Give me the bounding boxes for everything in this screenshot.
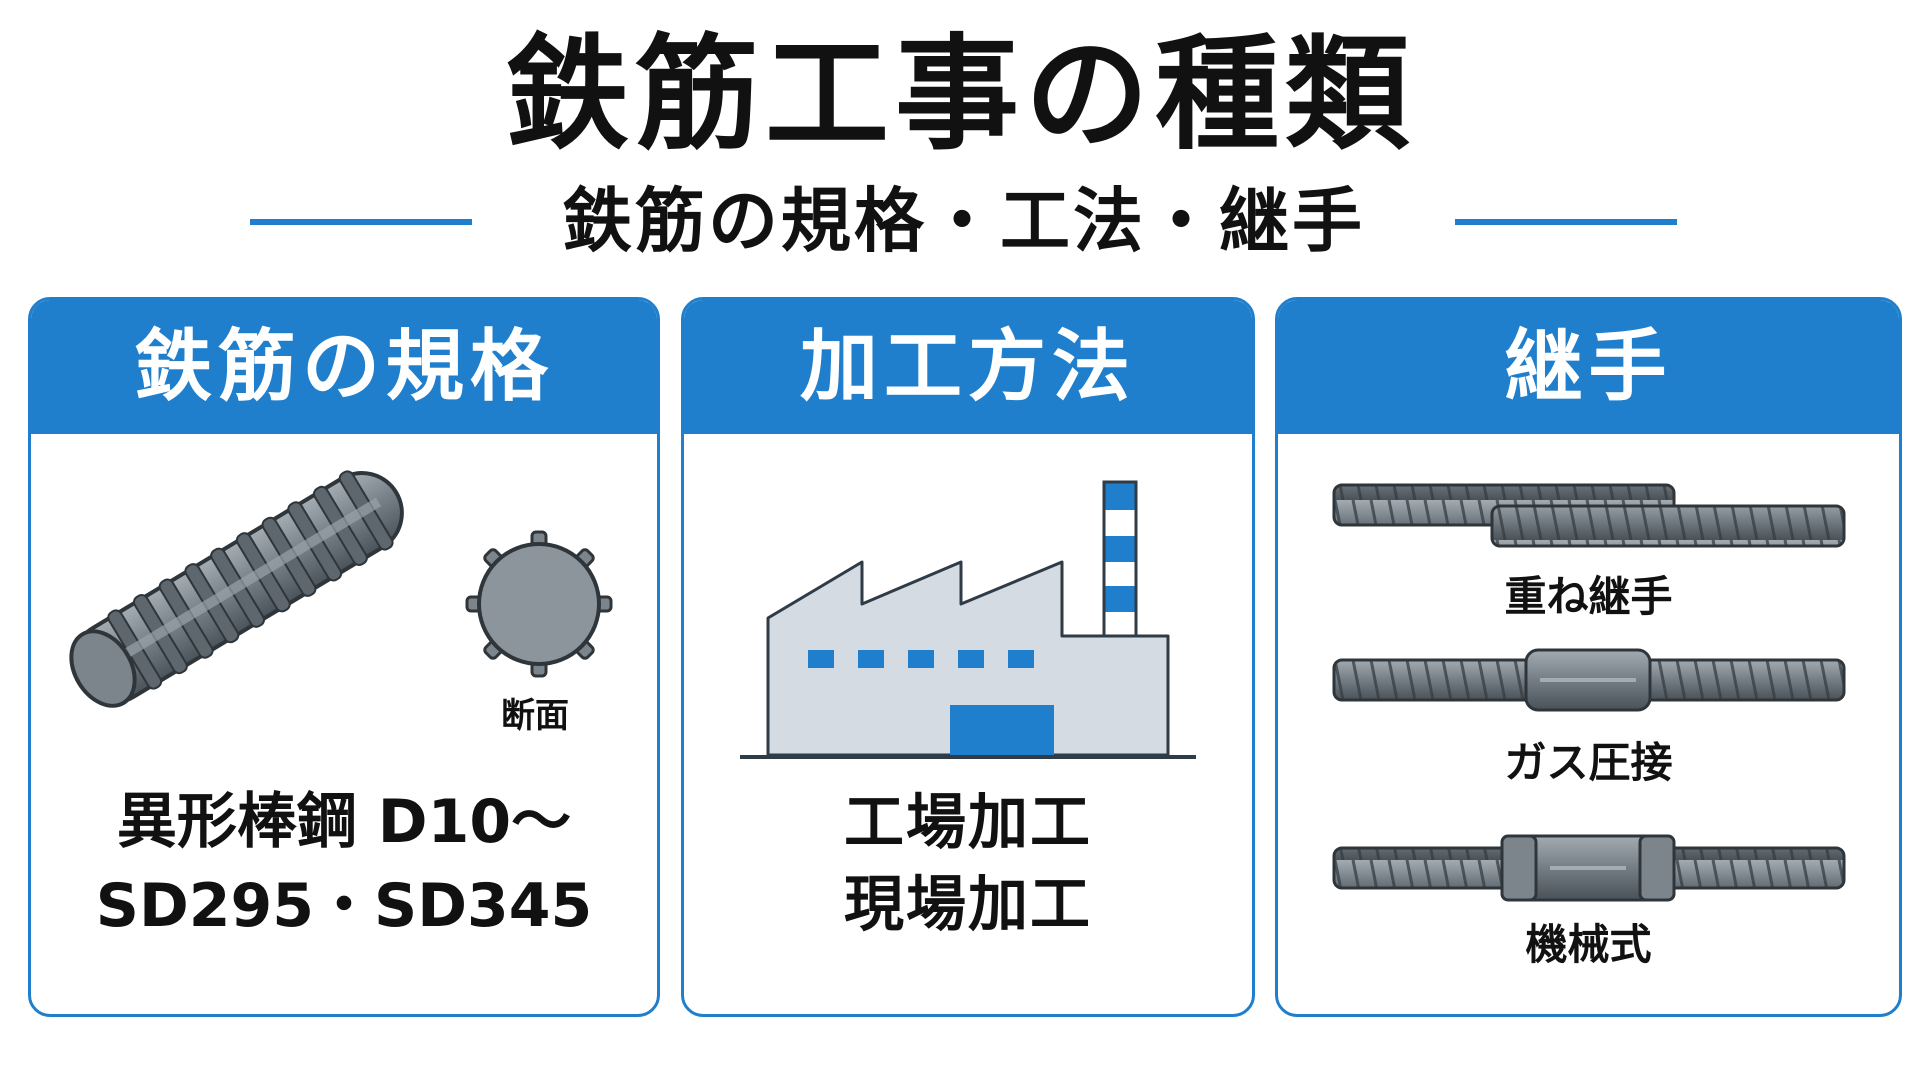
panel-header-processing-method: 加工方法 [684,300,1252,434]
page-subtitle: 鉄筋の規格・工法・継手 [562,180,1365,262]
gas-pressure-joint-icon [1332,648,1846,712]
joint-label-lap: 重ね継手 [1504,572,1673,621]
factory-icon [740,480,1196,759]
cross-section-icon [465,530,613,678]
subtitle-row: 鉄筋の規格・工法・継手 [0,180,1920,262]
panel-header-joints: 継手 [1278,300,1899,434]
panel-header-rebar-spec: 鉄筋の規格 [31,300,657,434]
joint-label-gas-pressure: ガス圧接 [1504,738,1673,787]
processing-line-2: 現場加工 [844,870,1092,940]
processing-line-1: 工場加工 [844,788,1092,858]
rebar-illustration [69,470,613,708]
panel-processing-method: 加工方法 [681,297,1255,1017]
panel-joints: 継手 [1275,297,1902,1017]
panel-rebar-spec: 鉄筋の規格 [28,297,660,1017]
cross-section-caption: 断面 [501,696,569,736]
joint-label-mechanical: 機械式 [1525,920,1652,969]
mechanical-joint-icon [1332,834,1846,902]
rebar-spec-line-1: 異形棒鋼 D10～ [116,787,572,857]
rebar-icon [69,470,404,708]
joints-illustration [1332,483,1846,902]
factory-illustration [740,480,1196,759]
rebar-spec-line-2: SD295・SD345 [95,871,593,941]
subtitle-rule-left [250,219,472,225]
page-title: 鉄筋工事の種類 [504,23,1415,167]
lap-joint-icon [1332,483,1846,548]
subtitle-rule-right [1455,219,1677,225]
